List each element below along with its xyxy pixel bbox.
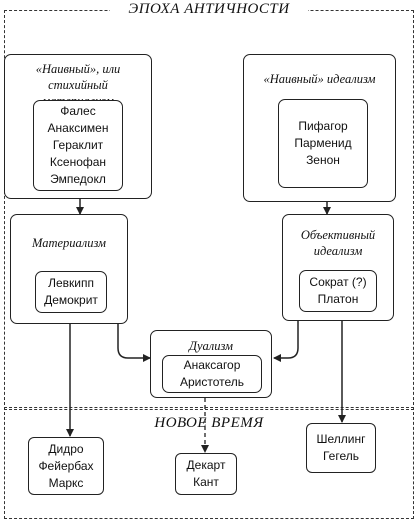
antiquity-title: ЭПОХА АНТИЧНОСТИ xyxy=(110,1,308,18)
philosopher-name: Анаксимен xyxy=(47,121,109,135)
arrow-materialism-to-dualism xyxy=(117,323,151,362)
naive-idealism-box: «Наивный» идеализм Пифагор Парменид Зено… xyxy=(243,54,396,202)
modern-center-box: Декарт Кант xyxy=(175,453,237,495)
philosopher-name: Левкипп xyxy=(48,276,94,290)
naive-materialism-names: Фалес Анаксимен Гераклит Ксенофан Эмпедо… xyxy=(33,100,123,191)
dualism-title: Дуализм xyxy=(189,339,233,353)
philosopher-name: Пифагор xyxy=(298,119,348,133)
philosopher-name: Гегель xyxy=(322,449,359,463)
philosopher-name: Гераклит xyxy=(52,138,104,152)
objective-idealism-box: Объективный идеализм Сократ (?) Платон xyxy=(282,214,394,321)
philosopher-name: Маркс xyxy=(48,475,84,490)
dualism-names: Анаксагор Аристотель xyxy=(162,355,262,393)
objective-idealism-names: Сократ (?) Платон xyxy=(299,270,377,312)
modern-region xyxy=(4,407,414,519)
modern-left-box: Дидро Фейербах Маркс xyxy=(28,437,104,495)
philosopher-name: Парменид xyxy=(294,136,352,150)
philosopher-name: Анаксагор xyxy=(183,358,241,372)
philosopher-name: Шеллинг xyxy=(316,432,366,446)
philosopher-name: Кант xyxy=(193,475,219,489)
philosopher-name: Фейербах xyxy=(38,458,94,473)
philosopher-name: Фалес xyxy=(60,104,96,118)
materialism-box: Материализм Левкипп Демокрит xyxy=(10,214,128,324)
philosopher-name: Платон xyxy=(317,292,359,306)
materialism-names: Левкипп Демокрит xyxy=(35,271,107,313)
philosopher-name: Дидро xyxy=(48,441,84,456)
dualism-box: Дуализм Анаксагор Аристотель xyxy=(150,330,272,398)
philosopher-name: Зенон xyxy=(306,153,340,167)
philosopher-name: Ксенофан xyxy=(49,155,107,169)
modern-right-box: Шеллинг Гегель xyxy=(306,423,376,473)
materialism-title: Материализм xyxy=(31,236,107,250)
philosopher-name: Эмпедокл xyxy=(50,172,106,186)
naive-idealism-names: Пифагор Парменид Зенон xyxy=(278,99,368,188)
philosopher-name: Аристотель xyxy=(179,375,245,389)
modern-title: НОВОЕ ВРЕМЯ xyxy=(150,415,268,432)
objective-idealism-title: Объективный идеализм xyxy=(300,228,376,258)
philosopher-name: Декарт xyxy=(186,458,226,472)
philosopher-name: Сократ (?) xyxy=(309,275,367,289)
naive-materialism-box: «Наивный», или стихийный материализм Фал… xyxy=(4,54,152,199)
naive-idealism-title: «Наивный» идеализм xyxy=(263,72,376,86)
philosopher-name: Демокрит xyxy=(44,293,98,307)
arrow-objective-to-dualism xyxy=(273,320,299,362)
